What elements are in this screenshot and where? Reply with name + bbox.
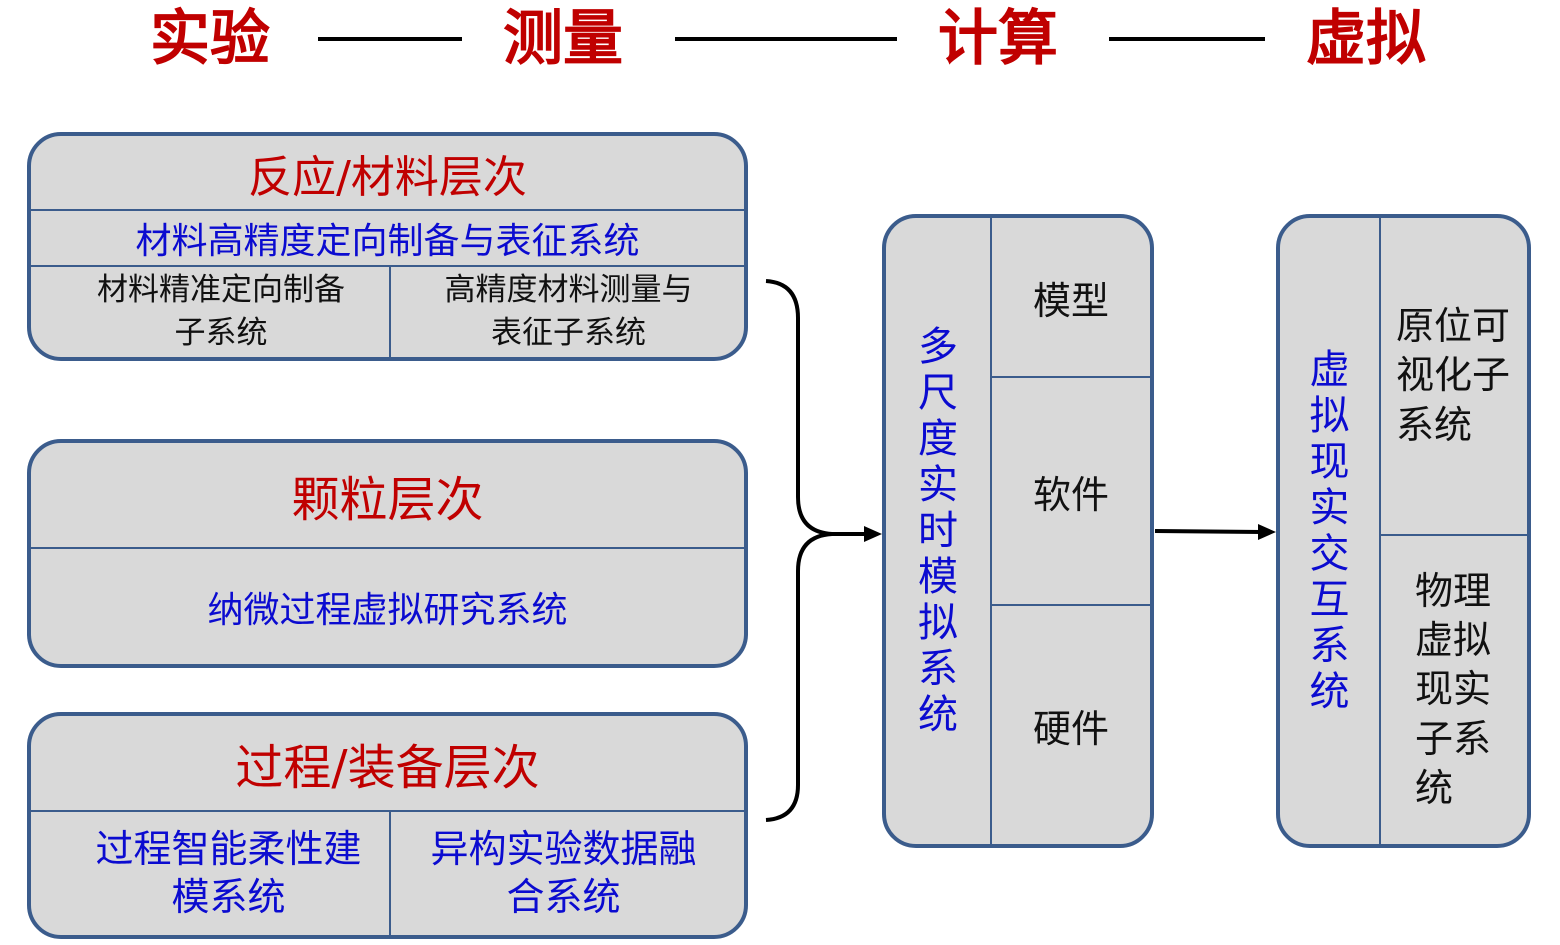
hardware-item: 硬件 (1032, 706, 1109, 751)
material-prep-characterization-system: 材料高精度定向制备与表征系统 (135, 221, 640, 262)
in-situ-visualization-text: 原位可视化子系统 (1396, 303, 1511, 447)
process-equipment-level-title: 过程/装备层次 (235, 740, 540, 796)
divider (31, 265, 744, 267)
material-measurement-subsystem: 高精度材料测量与表征子系统 (444, 271, 693, 351)
software-item: 软件 (1032, 472, 1109, 517)
divider (990, 218, 992, 844)
nano-micro-virtual-research-system: 纳微过程虚拟研究系统 (207, 589, 568, 631)
vr-interaction-title: 虚拟现实交互系统 (1280, 218, 1379, 844)
heterogeneous-data-fusion-system: 异构实验数据融合系统 (430, 827, 697, 919)
model-item: 模型 (1032, 278, 1109, 323)
process-flexible-modeling-system: 过程智能柔性建模系统 (95, 827, 362, 919)
in-situ-visualization-subsystem: 原位可视化子系统 (1381, 218, 1527, 534)
divider (31, 810, 744, 812)
divider (992, 376, 1150, 378)
arrow-to-vr-line (1154, 529, 1263, 534)
reaction-material-level-title: 反应/材料层次 (248, 151, 527, 203)
arrow-to-vr-head (1258, 524, 1276, 540)
divider (31, 209, 744, 211)
multiscale-simulation-title: 多尺度实时模拟系统 (886, 218, 990, 844)
arrow-to-simulation-head (864, 526, 882, 542)
step-measurement: 测量 (503, 4, 623, 74)
divider (1381, 534, 1527, 536)
multiscale-simulation-box: 多尺度实时模拟系统 模型 软件 硬件 (882, 214, 1154, 848)
process-equipment-level-box: 过程/装备层次 过程智能柔性建模系统 异构实验数据融合系统 (27, 712, 748, 939)
header-connector-1 (318, 37, 462, 41)
particle-level-title: 颗粒层次 (291, 472, 484, 528)
vr-interaction-box: 虚拟现实交互系统 原位可视化子系统 物理虚拟现实子系统 (1276, 214, 1531, 848)
divider (389, 267, 391, 357)
step-computation: 计算 (938, 4, 1058, 74)
reaction-material-level-box: 反应/材料层次 材料高精度定向制备与表征系统 材料精准定向制备子系统 高精度材料… (27, 132, 748, 361)
step-experiment: 实验 (150, 4, 270, 74)
header-connector-3 (1109, 37, 1265, 41)
divider (992, 604, 1150, 606)
physical-vr-subsystem: 物理虚拟现实子系统 (1381, 536, 1527, 844)
physical-vr-text: 物理虚拟现实子系统 (1415, 568, 1492, 811)
divider (389, 812, 391, 935)
particle-level-box: 颗粒层次 纳微过程虚拟研究系统 (27, 439, 748, 668)
header-connector-2 (675, 37, 897, 41)
divider (1379, 218, 1381, 844)
vr-interaction-title-text: 虚拟现实交互系统 (1309, 347, 1350, 715)
divider (31, 547, 744, 549)
material-precise-prep-subsystem: 材料精准定向制备子系统 (97, 271, 345, 351)
multiscale-simulation-title-text: 多尺度实时模拟系统 (918, 324, 958, 738)
left-brace (765, 279, 833, 822)
step-virtual: 虚拟 (1306, 4, 1426, 74)
